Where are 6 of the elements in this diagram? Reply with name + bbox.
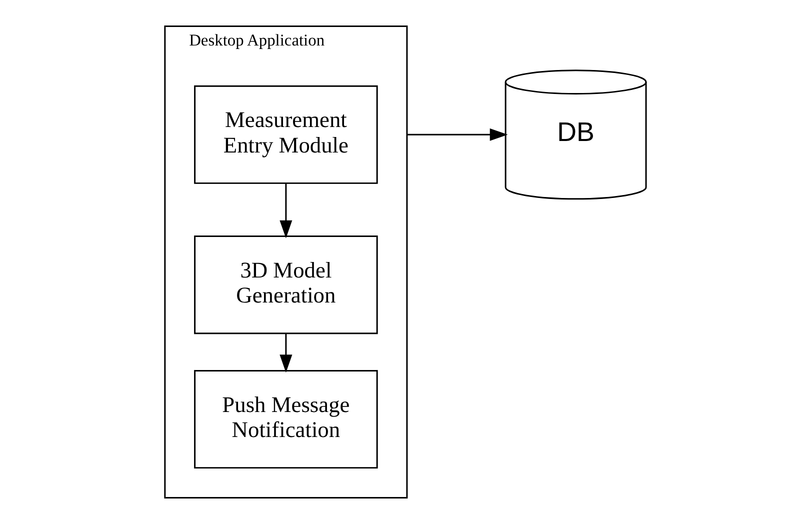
node-box: Push Message Notification [194,370,378,469]
arrow [406,128,508,141]
node-box: 3D Model Generation [194,235,378,334]
node-box: Measurement Entry Module [194,85,378,184]
arrow [280,184,292,238]
arrow [280,334,292,373]
